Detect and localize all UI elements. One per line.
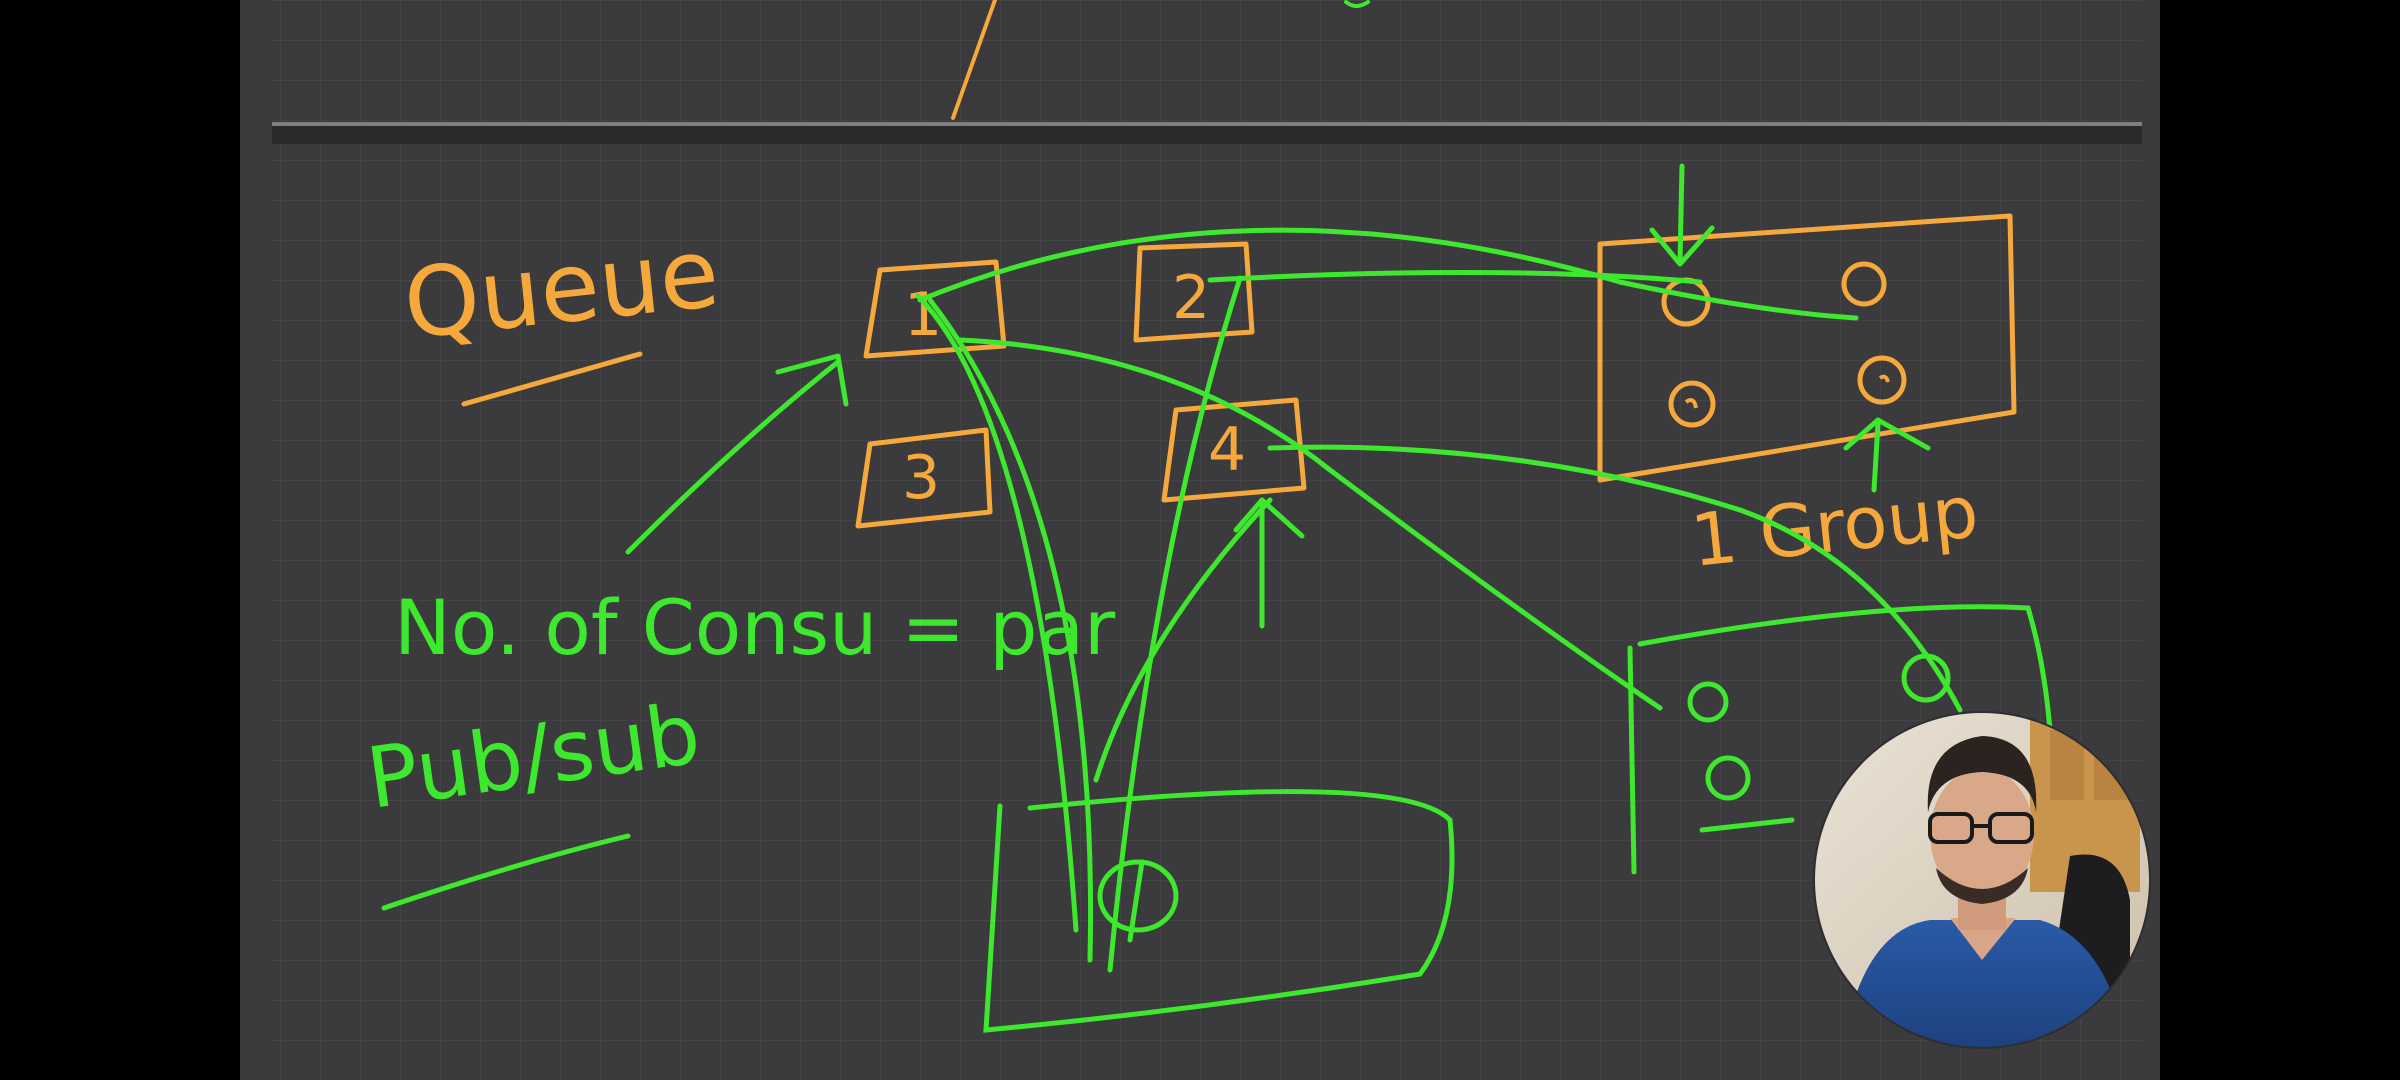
line-p2-to-group [1207,269,1703,285]
consumer-group-box [1597,213,2017,483]
curve-p1-to-group-2 [957,337,1663,711]
consumers-equation: No. of Consu = par [394,583,1116,672]
second-group-circle-1 [1687,681,1729,723]
partition-4: 4 [1161,397,1307,503]
page-divider [272,122,2142,126]
presenter-face [1930,768,2034,900]
previous-page-stroke [951,0,997,120]
presenter-shirt [1840,920,2130,1048]
curve-p2-down [1107,275,1243,973]
bottom-consumer-box [983,789,1455,1033]
second-group-box [1627,604,2053,875]
partition-3: 3 [855,427,993,529]
curve-p1-down [915,293,1079,933]
queue-underline [461,351,643,407]
consumer-circle-4 [1857,355,1907,405]
presenter-webcam [1814,712,2150,1048]
curve-p4-to-group-2 [1267,444,1963,713]
svg-text:No. of Consu = par: No. of Consu = par [394,583,1116,672]
connection-strokes [625,163,1963,973]
consumer-circle-2 [1841,261,1887,307]
second-group-circle-3 [1901,653,1951,703]
svg-text:4: 4 [1208,415,1246,485]
consumer-circle-3 [1668,380,1716,428]
bottom-consumer-circle [1097,859,1179,933]
partition-2: 2 [1133,241,1255,343]
curve-p1-to-group [917,227,1859,321]
arrow-to-partition-1 [625,359,841,555]
svg-text:3: 3 [902,443,940,513]
pubsub-underline [381,833,631,911]
second-group-circle-2 [1705,755,1751,801]
svg-text:2: 2 [1172,263,1210,333]
